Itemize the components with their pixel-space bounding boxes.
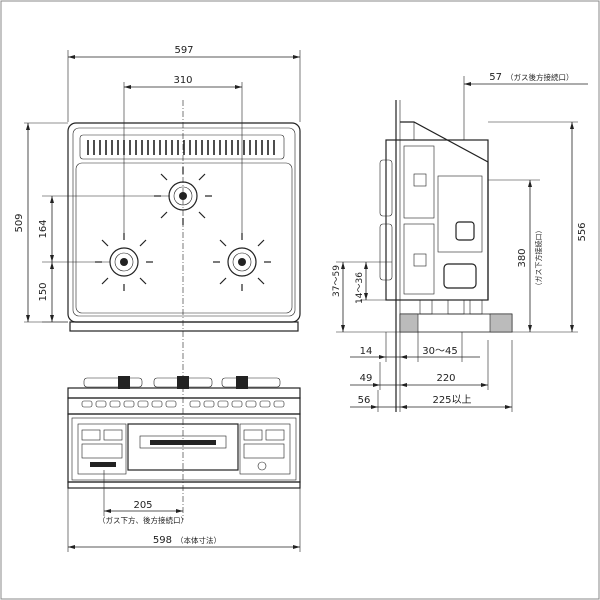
dim-205: 205 (133, 500, 152, 511)
front-right-burner (213, 233, 271, 291)
dim-310: 310 (173, 75, 192, 86)
stove-side-body (385, 139, 489, 301)
grill-door (127, 423, 239, 471)
dim-37-59: 37〜59 (332, 265, 342, 297)
left-control-panel (77, 423, 127, 475)
dim-380-note: （ガス下方接続口） (534, 227, 543, 290)
dim-556: 556 (577, 222, 588, 241)
top-view: 597 310 509 164 150 (14, 45, 301, 520)
front-view-vents (81, 400, 285, 408)
dim-164: 164 (38, 219, 49, 238)
dim-14: 14 (360, 346, 373, 357)
dim-49: 49 (360, 373, 373, 384)
dim-598: 598 (153, 535, 172, 546)
dim-57-note: （ガス後方接続口） (506, 72, 574, 82)
dim-56: 56 (358, 395, 371, 406)
dim-509: 509 (14, 213, 25, 232)
dim-205-note: （ガス下方、後方接続口） (98, 515, 188, 525)
dim-150: 150 (38, 282, 49, 301)
dim-220: 220 (436, 373, 455, 384)
dim-380: 380 (517, 248, 528, 267)
front-left-burner (95, 233, 153, 291)
dim-597: 597 (174, 45, 193, 56)
dim-14-36: 14〜36 (355, 272, 365, 304)
right-control-panel (239, 423, 291, 475)
dim-30-45: 30〜45 (422, 346, 457, 357)
front-view: 205 （ガス下方、後方接続口） 598 （本体寸法） (67, 376, 301, 552)
dim-57: 57 (489, 72, 502, 83)
rear-vent-grille (79, 134, 285, 160)
dim-225: 225以上 (432, 394, 471, 406)
front-view-grates (83, 376, 281, 389)
side-view: 57 （ガス後方接続口） 556 380 （ガス下方接続口） 37〜59 14〜… (332, 72, 588, 412)
dim-598-note: （本体寸法） (176, 535, 221, 545)
